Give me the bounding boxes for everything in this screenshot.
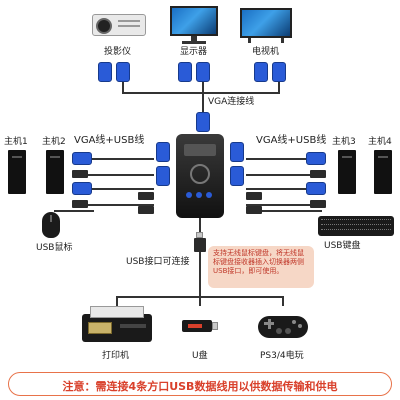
printer-label: 打印机 (102, 351, 130, 361)
usb-plug-icon (246, 206, 262, 214)
usb-plug-icon (246, 192, 262, 200)
cable-line (54, 210, 94, 212)
bottom-note-box: 注意：需连接4条方口USB数据线用以供数据传输和供电 (8, 372, 392, 396)
host2-label: 主机2 (42, 137, 66, 147)
monitor-image (170, 6, 218, 44)
udisk-label: U盘 (192, 351, 208, 361)
keyboard-icon (318, 216, 394, 236)
vga-connector-icon (306, 152, 326, 165)
cable-line (278, 82, 280, 92)
vga-connector-icon (116, 62, 130, 82)
vga-connector-icon (156, 142, 170, 162)
usb-plug-icon (72, 170, 88, 178)
usb-plug-icon (138, 206, 154, 214)
gamepad-image (258, 310, 308, 342)
host3-computer-icon (338, 150, 356, 194)
kvm-switch-image (176, 134, 224, 218)
host1-label: 主机1 (4, 137, 28, 147)
cable-line (122, 82, 124, 92)
wireless-info-text: 支持无线鼠标键盘，将无线鼠标键盘接收器插入切换器两侧USB接口，即可使用。 (213, 249, 304, 275)
host2-computer-icon (46, 150, 64, 194)
vga-connector-icon (272, 62, 286, 82)
monitor-label: 显示器 (180, 47, 208, 57)
vga-connector-icon (254, 62, 268, 82)
host4-label: 主机4 (368, 137, 392, 147)
udisk-image (182, 310, 218, 342)
vga-cable-label: VGA连接线 (208, 97, 255, 107)
usb-plug-icon (310, 200, 326, 208)
cable-line (246, 158, 306, 160)
usb-port-icon (196, 232, 203, 238)
usb-port-label: USB接口可连接 (126, 257, 190, 267)
usb-keyboard-label: USB键盘 (324, 241, 361, 251)
cable-line (246, 204, 310, 206)
bottom-note-text: 注意：需连接4条方口USB数据线用以供数据传输和供电 (62, 380, 338, 393)
mouse-icon (42, 212, 60, 238)
projector-image (92, 8, 146, 40)
cable-line (199, 252, 201, 296)
cable-line (122, 92, 280, 94)
right-cable-label: VGA线+USB线 (256, 135, 327, 146)
usb-mouse-label: USB鼠标 (36, 243, 73, 253)
printer-image (82, 306, 152, 344)
vga-connector-icon (72, 182, 92, 195)
cable-line (202, 82, 204, 112)
cable-line (199, 218, 201, 232)
host3-label: 主机3 (332, 137, 356, 147)
vga-connector-icon (178, 62, 192, 82)
cable-line (88, 174, 154, 176)
usb-plug-icon (310, 170, 326, 178)
cable-line (116, 296, 118, 306)
usb-plug-icon (72, 200, 88, 208)
host4-computer-icon (374, 150, 392, 194)
cable-line (88, 204, 154, 206)
left-cable-label: VGA线+USB线 (74, 135, 145, 146)
vga-connector-icon (156, 166, 170, 186)
wireless-info-box: 支持无线鼠标键盘，将无线鼠标键盘接收器插入切换器两侧USB接口，即可使用。 (208, 246, 314, 288)
cable-line (199, 296, 201, 306)
vga-connector-icon (72, 152, 92, 165)
vga-connector-icon (230, 166, 244, 186)
vga-connector-icon (98, 62, 112, 82)
usb-port-icon (194, 238, 206, 252)
projector-label: 投影仪 (104, 47, 132, 57)
vga-connector-icon (196, 62, 210, 82)
cable-line (282, 296, 284, 306)
cable-line (92, 158, 154, 160)
cable-line (92, 188, 154, 190)
tv-label: 电视机 (252, 47, 280, 57)
usb-plug-icon (138, 192, 154, 200)
vga-connector-icon (196, 112, 210, 132)
tv-image (240, 8, 292, 44)
host1-computer-icon (8, 150, 26, 194)
vga-connector-icon (306, 182, 326, 195)
vga-connector-icon (230, 142, 244, 162)
gamepad-label: PS3/4电玩 (260, 351, 304, 361)
cable-line (262, 210, 322, 212)
cable-line (246, 174, 310, 176)
cable-line (246, 188, 306, 190)
